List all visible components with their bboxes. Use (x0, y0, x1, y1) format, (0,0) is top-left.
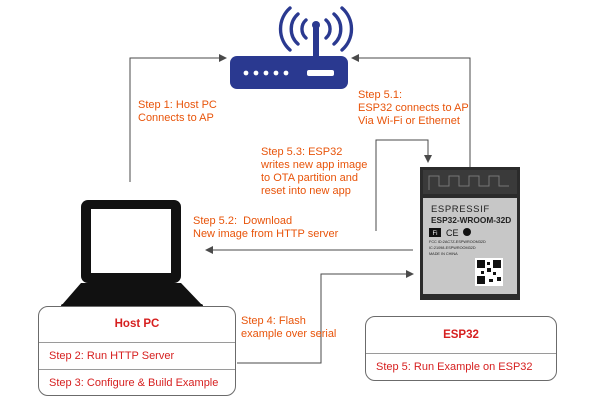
host-pc-step2: Step 2: Run HTTP Server (39, 342, 235, 369)
module-fine-print-1: FCC ID:2AC7Z-ESPWROOM32D (429, 240, 486, 244)
svg-text:Fi: Fi (433, 231, 438, 237)
module-brand: ESPRESSIF (431, 204, 490, 215)
ce-mark-icon: CE (446, 228, 459, 238)
host-pc-step3: Step 3: Configure & Build Example (39, 369, 235, 395)
laptop-icon (61, 200, 203, 310)
arrow-step5-3 (375, 139, 432, 231)
host-pc-title: Host PC (114, 318, 160, 330)
esp32-title: ESP32 (443, 329, 479, 341)
esp32-step5: Step 5: Run Example on ESP32 (366, 353, 556, 380)
arrow-step1 (129, 54, 227, 182)
esp32-module: Fi CE (420, 167, 520, 300)
esp32-box: ESP32 Step 5: Run Example on ESP32 (365, 316, 557, 381)
host-pc-box: Host PC Step 2: Run HTTP Server Step 3: … (38, 306, 236, 396)
arrows (129, 54, 471, 364)
wifi-logo-icon: Fi (429, 228, 441, 237)
arrow-step5-1 (351, 54, 471, 168)
module-fine-print-2: IC:21098-ESPWROOM32D (429, 246, 476, 250)
qr-code-icon (475, 258, 503, 286)
module-model: ESP32-WROOM-32D (431, 215, 512, 225)
svg-text:CE: CE (446, 228, 459, 238)
arrow-step4 (237, 270, 414, 364)
module-fine-print-3: MADE IN CHINA (429, 252, 458, 256)
wifi-router-icon (230, 6, 354, 89)
